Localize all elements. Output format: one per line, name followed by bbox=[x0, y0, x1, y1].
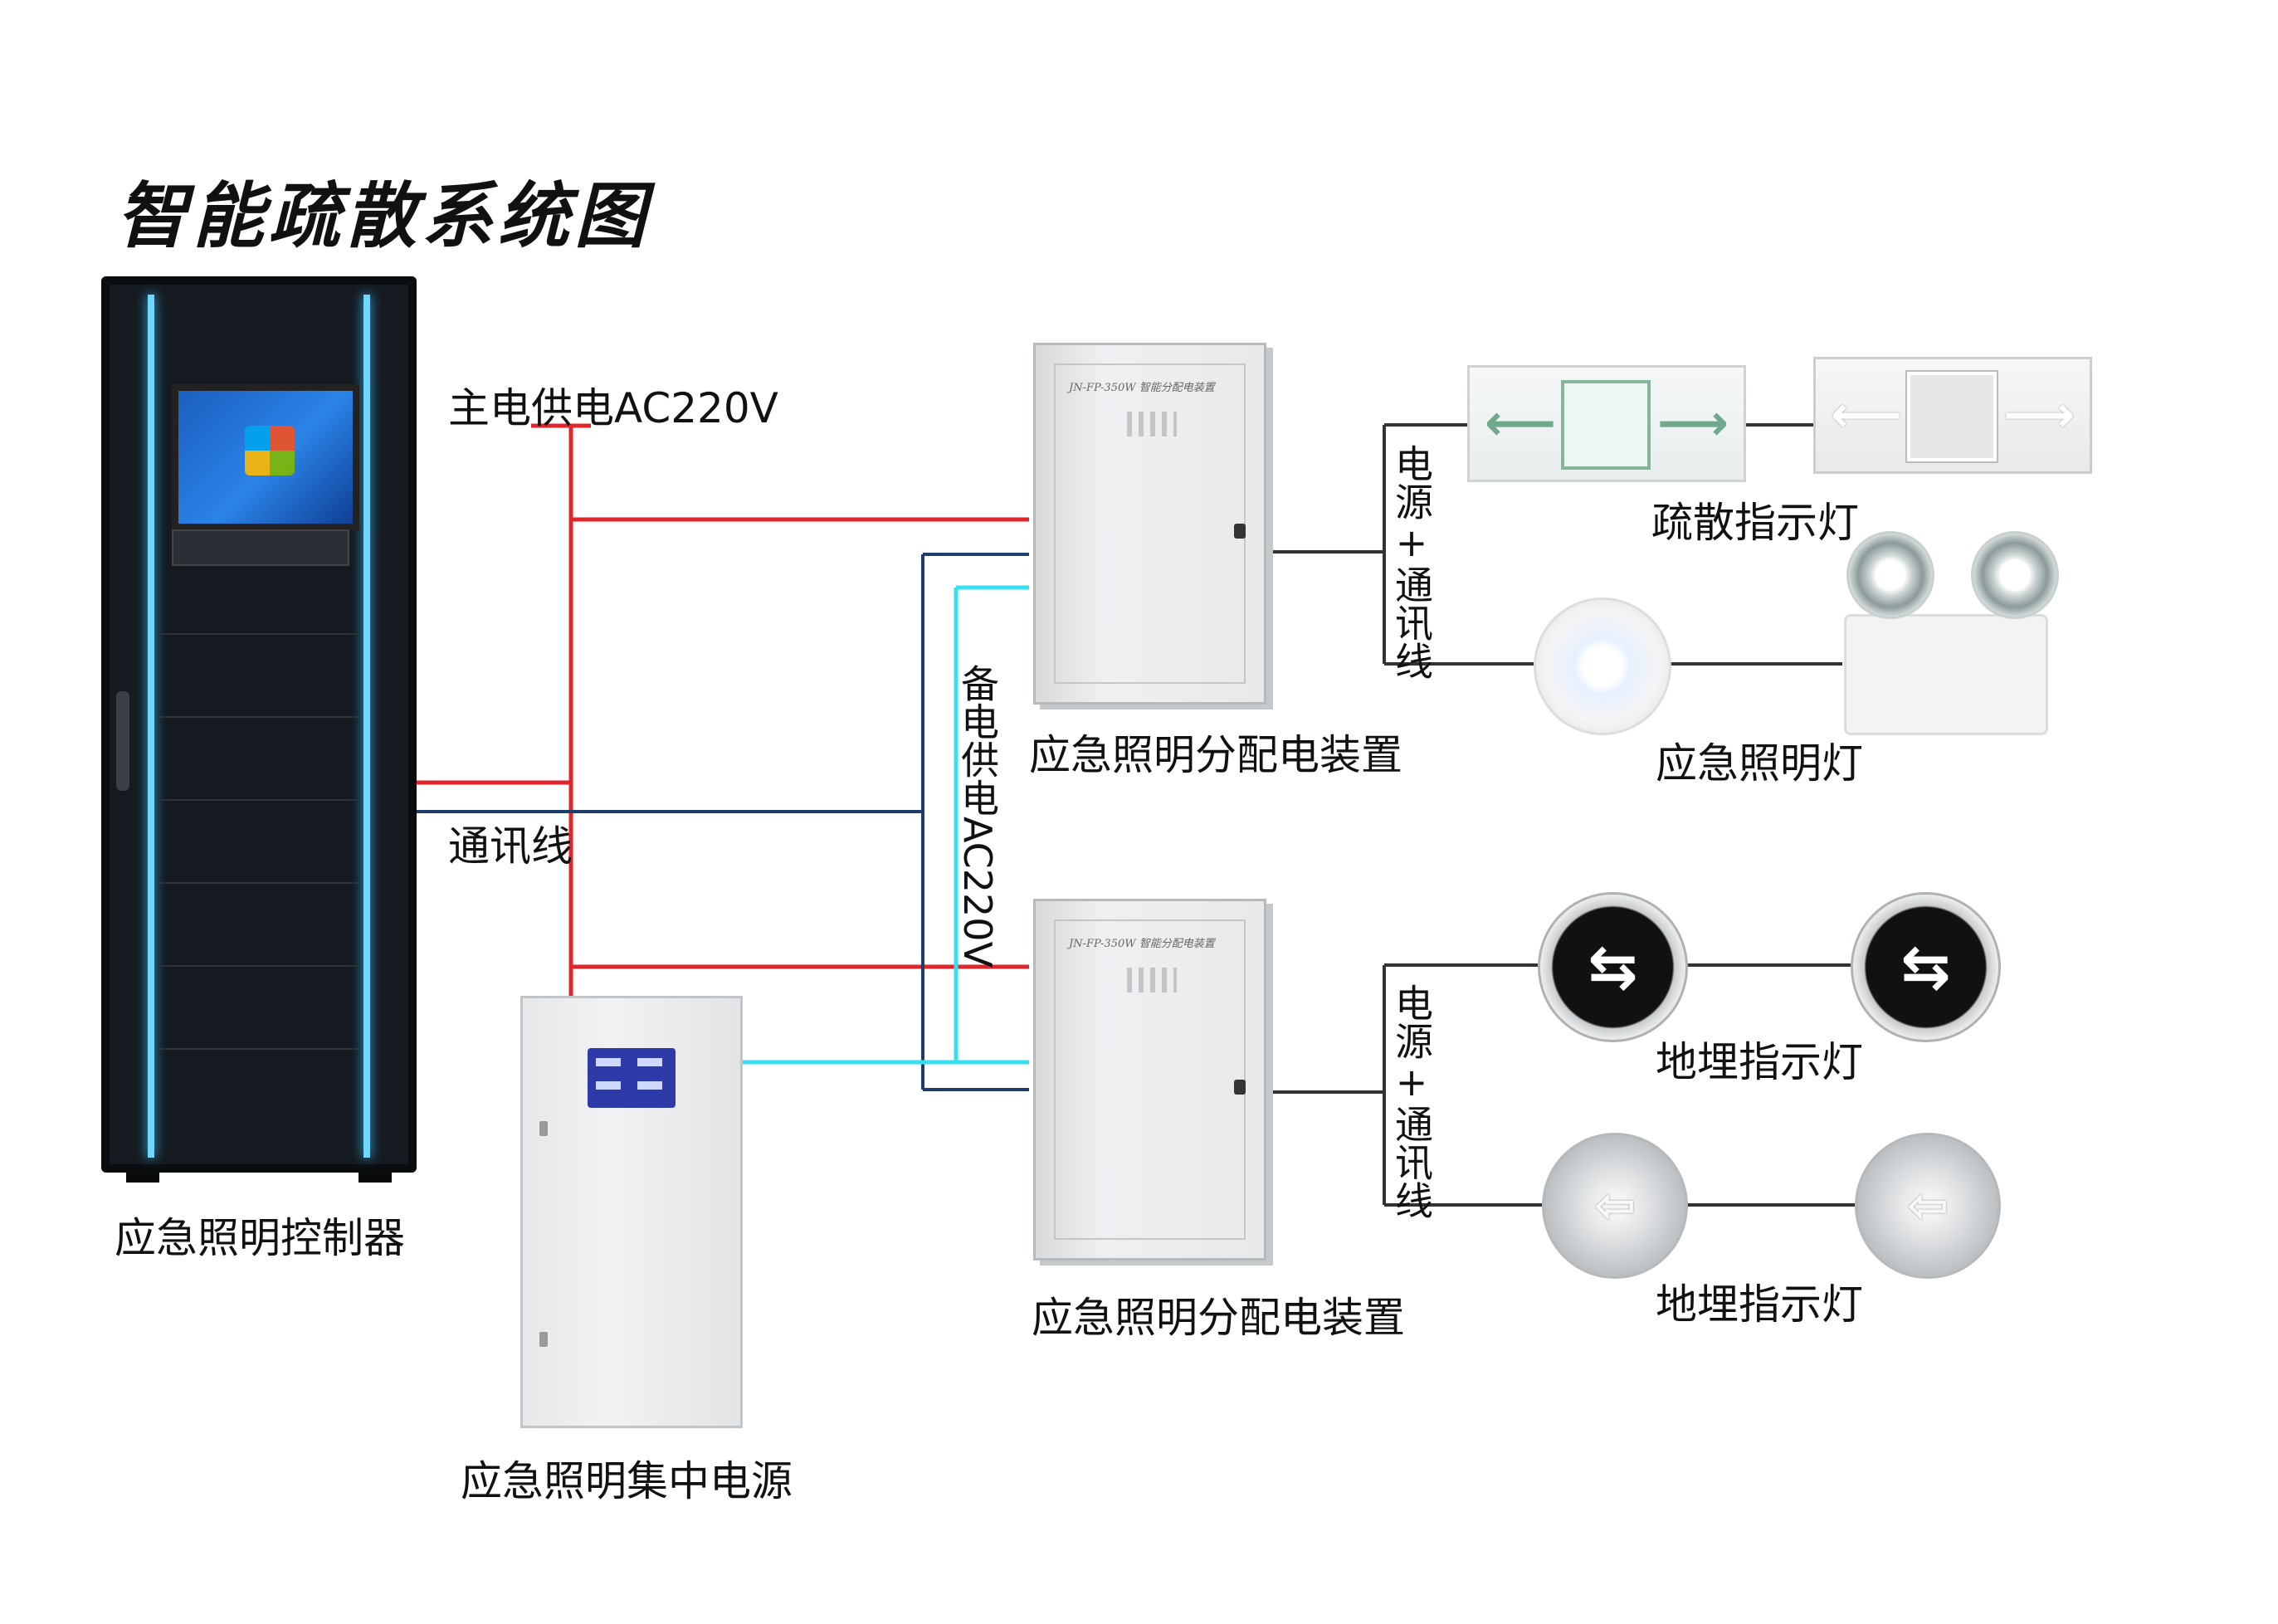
evacuation-sign-label: 疏散指示灯 bbox=[1651, 499, 1859, 547]
cabinet-foot bbox=[126, 1171, 159, 1183]
main-power-lines bbox=[417, 423, 1029, 996]
backup-power-label: 备电供电AC220V bbox=[955, 664, 1000, 968]
cabinet-shelf bbox=[159, 716, 359, 718]
lamp-head-left bbox=[1846, 531, 1934, 619]
distribution-label-2: 应急照明分配电装置 bbox=[1032, 1294, 1405, 1342]
exit-running-man-icon bbox=[1907, 372, 1997, 461]
ceiling-emergency-lamp bbox=[1534, 597, 1671, 735]
lock-icon bbox=[1234, 1080, 1246, 1095]
controller-label: 应急照明控制器 bbox=[115, 1214, 405, 1262]
cabinet-shelf bbox=[159, 965, 359, 967]
power-comm-label-2: 电源+通讯线 bbox=[1389, 983, 1434, 1219]
floor-indicator-black-1: ⇆ bbox=[1538, 892, 1688, 1042]
windows-logo-icon bbox=[245, 426, 295, 475]
floor-light-label-2: 地埋指示灯 bbox=[1656, 1280, 1863, 1329]
central-power-supply-cabinet bbox=[520, 996, 743, 1428]
distribution-box-1: JN-FP-350W 智能分配电装置 bbox=[1033, 343, 1266, 705]
cabinet-light-strip-right bbox=[363, 295, 370, 1158]
controller-screen bbox=[172, 384, 359, 530]
lamp-head-right bbox=[1971, 531, 2059, 619]
evacuation-sign-white: ⟵ ⟶ bbox=[1813, 357, 2092, 474]
evacuation-sign-green: ⟵ ⟶ bbox=[1467, 365, 1746, 482]
arrow-left-icon: ⟵ bbox=[1485, 394, 1557, 452]
distribution-box-brand: JN-FP-350W 智能分配电装置 bbox=[1069, 382, 1215, 394]
floor-indicator-black-2: ⇆ bbox=[1851, 892, 2001, 1042]
distribution-box-indicators bbox=[1127, 412, 1177, 436]
psu-display-panel bbox=[588, 1048, 676, 1108]
diagram-title: 智能疏散系统图 bbox=[116, 174, 651, 258]
distribution-box-indicators bbox=[1127, 968, 1177, 992]
floor-indicator-steel-1: ⇦ bbox=[1542, 1133, 1688, 1279]
comm-line-label: 通讯线 bbox=[448, 822, 573, 871]
psu-lock-icon bbox=[539, 1332, 548, 1347]
cabinet-shelf bbox=[159, 633, 359, 635]
power-comm-label-1: 电源+通讯线 bbox=[1389, 444, 1434, 680]
controller-button-panel bbox=[172, 529, 349, 566]
floor-light-label-1: 地埋指示灯 bbox=[1656, 1038, 1863, 1086]
twin-head-emergency-lamp-body bbox=[1844, 614, 2048, 735]
backup-power-lines bbox=[738, 585, 1029, 1065]
distribution-box-brand: JN-FP-350W 智能分配电装置 bbox=[1069, 938, 1215, 950]
cabinet-shelf bbox=[159, 1048, 359, 1050]
cabinet-light-strip-left bbox=[148, 295, 154, 1158]
central-power-label: 应急照明集中电源 bbox=[461, 1457, 793, 1505]
bidirectional-arrow-icon: ⇆ bbox=[1900, 932, 1951, 1002]
floor-indicator-steel-2: ⇦ bbox=[1855, 1133, 2001, 1279]
exit-arrow-icon: ⇦ bbox=[1906, 1177, 1949, 1235]
main-power-label: 主电供电AC220V bbox=[448, 384, 778, 432]
exit-arrow-icon: ⇦ bbox=[1593, 1177, 1637, 1235]
emergency-lighting-controller-cabinet bbox=[101, 276, 417, 1183]
arrow-right-icon: ⟶ bbox=[2002, 386, 2075, 444]
distribution-label-1: 应急照明分配电装置 bbox=[1029, 731, 1402, 779]
distribution-box-2: JN-FP-350W 智能分配电装置 bbox=[1033, 899, 1266, 1261]
bidirectional-arrow-icon: ⇆ bbox=[1588, 932, 1638, 1002]
cabinet-shelf bbox=[159, 799, 359, 801]
arrow-left-icon: ⟵ bbox=[1831, 386, 1903, 444]
cabinet-foot bbox=[359, 1171, 392, 1183]
comm-lines bbox=[417, 553, 1029, 1091]
arrow-right-icon: ⟶ bbox=[1656, 394, 1729, 452]
device-lines bbox=[1267, 423, 1855, 1207]
cabinet-handle bbox=[116, 691, 129, 791]
emergency-light-label: 应急照明灯 bbox=[1656, 739, 1863, 788]
psu-lock-icon bbox=[539, 1121, 548, 1136]
exit-running-man-icon bbox=[1561, 380, 1651, 470]
lock-icon bbox=[1234, 524, 1246, 539]
cabinet-shelf bbox=[159, 882, 359, 884]
